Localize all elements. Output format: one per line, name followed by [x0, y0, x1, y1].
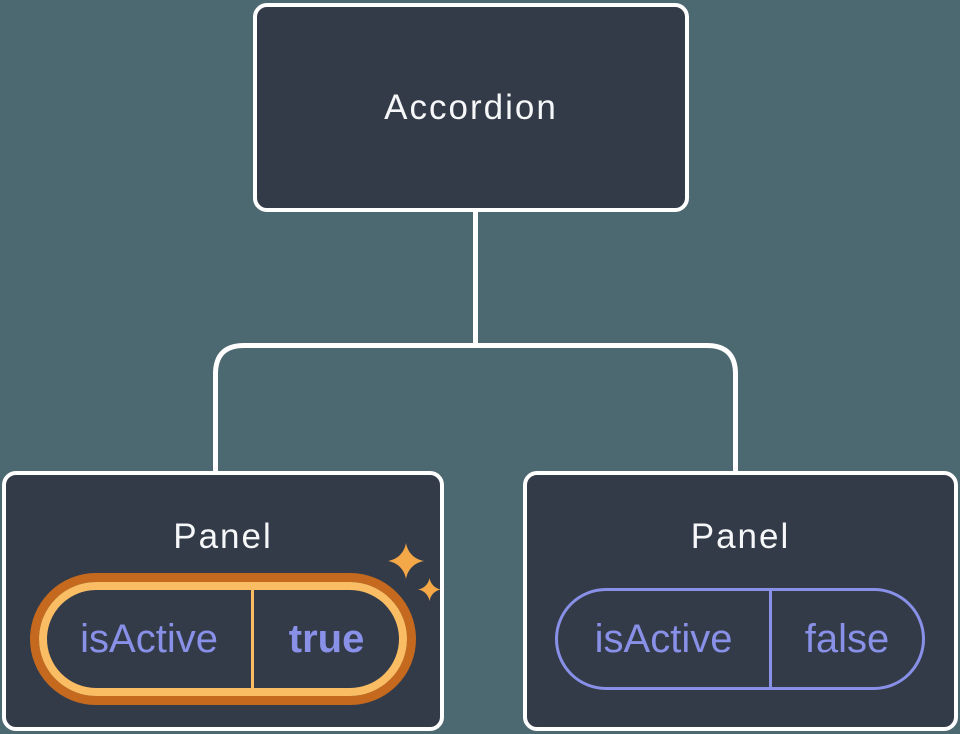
component-node-panel-active: Panel isActive true	[2, 471, 444, 731]
panel-active-title: Panel	[173, 517, 273, 556]
connector-branch	[213, 343, 738, 471]
sparkle-large	[388, 543, 424, 579]
pill-divider	[769, 591, 773, 687]
state-name-label: isActive	[594, 616, 733, 661]
panel-inactive-title: Panel	[690, 517, 791, 556]
sparkles-icon	[388, 543, 441, 602]
state-pill-active-core: isActive true	[39, 582, 407, 696]
sparkle-small	[418, 578, 441, 602]
state-value-label: false	[804, 616, 890, 661]
state-pill-inactive: isActive false	[555, 588, 925, 690]
component-node-panel-inactive: Panel isActive false	[523, 471, 958, 731]
pill-divider	[251, 590, 255, 688]
accordion-node-label: Accordion	[384, 87, 558, 127]
state-pill-active: isActive true	[30, 573, 416, 705]
state-value-label: true	[288, 616, 365, 661]
state-name-label: isActive	[80, 616, 218, 661]
component-node-accordion: Accordion	[253, 3, 689, 212]
